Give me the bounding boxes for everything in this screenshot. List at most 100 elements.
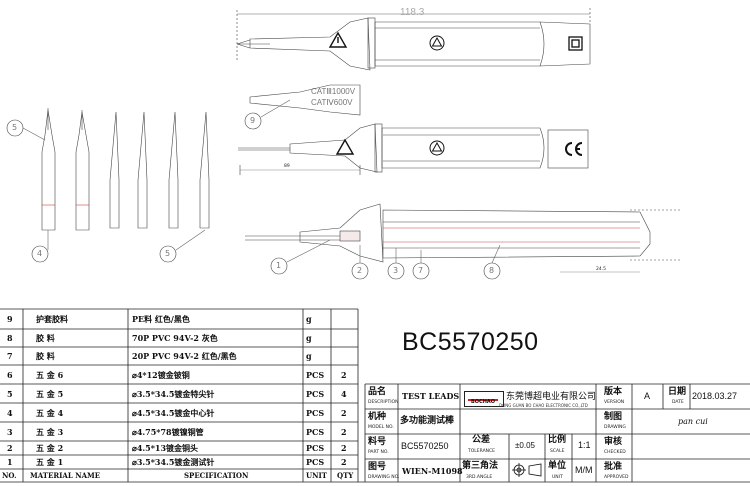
bom-qty: 2 [341,443,347,453]
bom-qty: 2 [341,427,347,437]
bom-spec: ⌀4.75*78镀镍铜管 [132,427,204,437]
leader-lines [22,99,501,264]
drawno-value: WIEN-M1098 [402,466,463,476]
bom-no: 9 [7,314,13,324]
ce-mark-icon [565,142,583,156]
unit-label: 单位 [548,461,567,471]
sleeve-cat4: CATⅣ600V [311,98,353,107]
balloon-label: 4 [37,249,43,258]
balloon-label: 5 [165,249,171,258]
bom-unit: g [306,314,312,324]
angle-label-en: 3RD.ANGLE [466,475,493,480]
date-label: 日期 [668,387,687,397]
partno-value: BC5570250 [401,441,449,451]
dim-small: 89 [284,164,290,169]
model-value: 多功能测试棒 [400,416,455,426]
bom-header-spec: SPECIFICATION [184,471,249,480]
bom-name: 护套胶料 [36,314,68,324]
version-label-en: VERSION [604,400,625,405]
company-logo: BOCHAO [464,391,504,407]
logo-text: BOCHAO [471,399,496,405]
bom-name: 五 金 4 [36,408,64,418]
bom-spec: ⌀4.5*34.5镀金中心针 [132,408,215,418]
bom-unit: PCS [306,457,325,467]
name-value: TEST LEADS [402,391,460,401]
bom-unit: PCS [306,408,325,418]
company-name-cn: 东莞博超电业有限公司 [506,391,597,401]
bom-unit: PCS [306,389,325,399]
model-label: 机种 [368,412,387,422]
tolerance-label-en: TOLERANCE [468,449,496,454]
bom-header-no: NO. [2,471,17,480]
bom-unit: g [306,351,312,361]
balloon-label: 5 [12,123,18,132]
bom-no: 8 [7,333,13,343]
warning-circle-icon [429,35,445,51]
bom-unit: PCS [306,427,325,437]
bom-unit: g [306,333,312,343]
partno-label-en: PART NO. [368,450,389,455]
probe-section-view [245,203,680,273]
tolerance-label: 公差 [472,435,491,445]
warning-icon [335,138,355,155]
unit-value: M/M [575,465,593,475]
warning-icon [328,31,348,48]
bom-qty: 2 [341,408,347,418]
bom-name: 五 金 1 [36,457,64,467]
date-value: 2018.03.27 [692,391,738,401]
drawing-label-en: DRAWING [604,425,626,430]
bom-spec: ⌀3.5*34.5镀金测试针 [132,457,215,467]
bom-no: 6 [7,370,13,380]
date-label-en: DATE [672,400,684,405]
balloon-label: 7 [418,266,424,275]
bom-name: 五 金 6 [36,370,64,380]
bom-unit: PCS [306,443,325,453]
bom-header-unit: UNIT [306,471,327,480]
balloon-label: 9 [250,116,256,125]
dim-24: 24.5 [596,267,607,272]
scale-label: 比例 [548,435,567,445]
balloon-label: 3 [393,266,399,275]
drawing-label: 制图 [604,412,623,422]
bom-spec: ⌀4.5*13镀金铜头 [132,443,199,453]
bom-no: 7 [7,351,13,361]
angle-label: 第三角法 [462,461,499,471]
name-label-en: DESCRIPTION [368,400,399,405]
model-label-en: MODEL NO. [368,425,394,430]
bom-no: 4 [7,408,13,418]
bom-no: 2 [7,443,13,453]
bom-no: 1 [7,457,13,467]
bom-name: 五 金 2 [36,443,64,453]
version-value: A [644,391,651,401]
bom-no: 3 [7,427,13,437]
bom-header-name: MATERIAL NAME [30,471,101,480]
bom-spec: ⌀4*12镀金铍铜 [132,370,190,380]
bom-qty: 2 [341,370,347,380]
bom-spec: 70P PVC 94V-2 灰色 [132,333,218,343]
drawno-label-en: DRAWING NO. [368,475,400,480]
company-name-en: DONG GUAN BO CHAO ELECTRONIC CO.,LTD [499,403,588,408]
probe-middle-view [238,123,589,175]
double-insulation-icon [568,36,583,51]
tolerance-value: ±0.05 [515,441,535,450]
version-label: 版本 [604,387,623,397]
bom-header-qty: QTY [337,471,354,480]
approved-label: 批准 [604,462,623,472]
drawing-value: pan cui [678,417,708,426]
bom-spec: 20P PVC 94V-2 红色/黑色 [132,351,237,361]
third-angle-projection-icon [512,463,542,477]
bom-qty: 2 [341,457,347,467]
name-label: 品名 [368,387,387,397]
bom-spec: PE料 红色/黑色 [132,314,190,324]
bom-qty: 4 [341,389,347,399]
bom-name: 胶 料 [36,351,55,361]
bom-name: 胶 料 [36,333,55,343]
part-number-title: BC5570250 [402,328,539,356]
bom-name: 五 金 3 [36,427,64,437]
left-probes [41,108,210,231]
technical-drawing [6,8,680,280]
sleeve-cat3: CATⅢ1000V [311,87,356,96]
scale-value: 1:1 [578,440,591,450]
balloon-label: 1 [276,261,282,270]
